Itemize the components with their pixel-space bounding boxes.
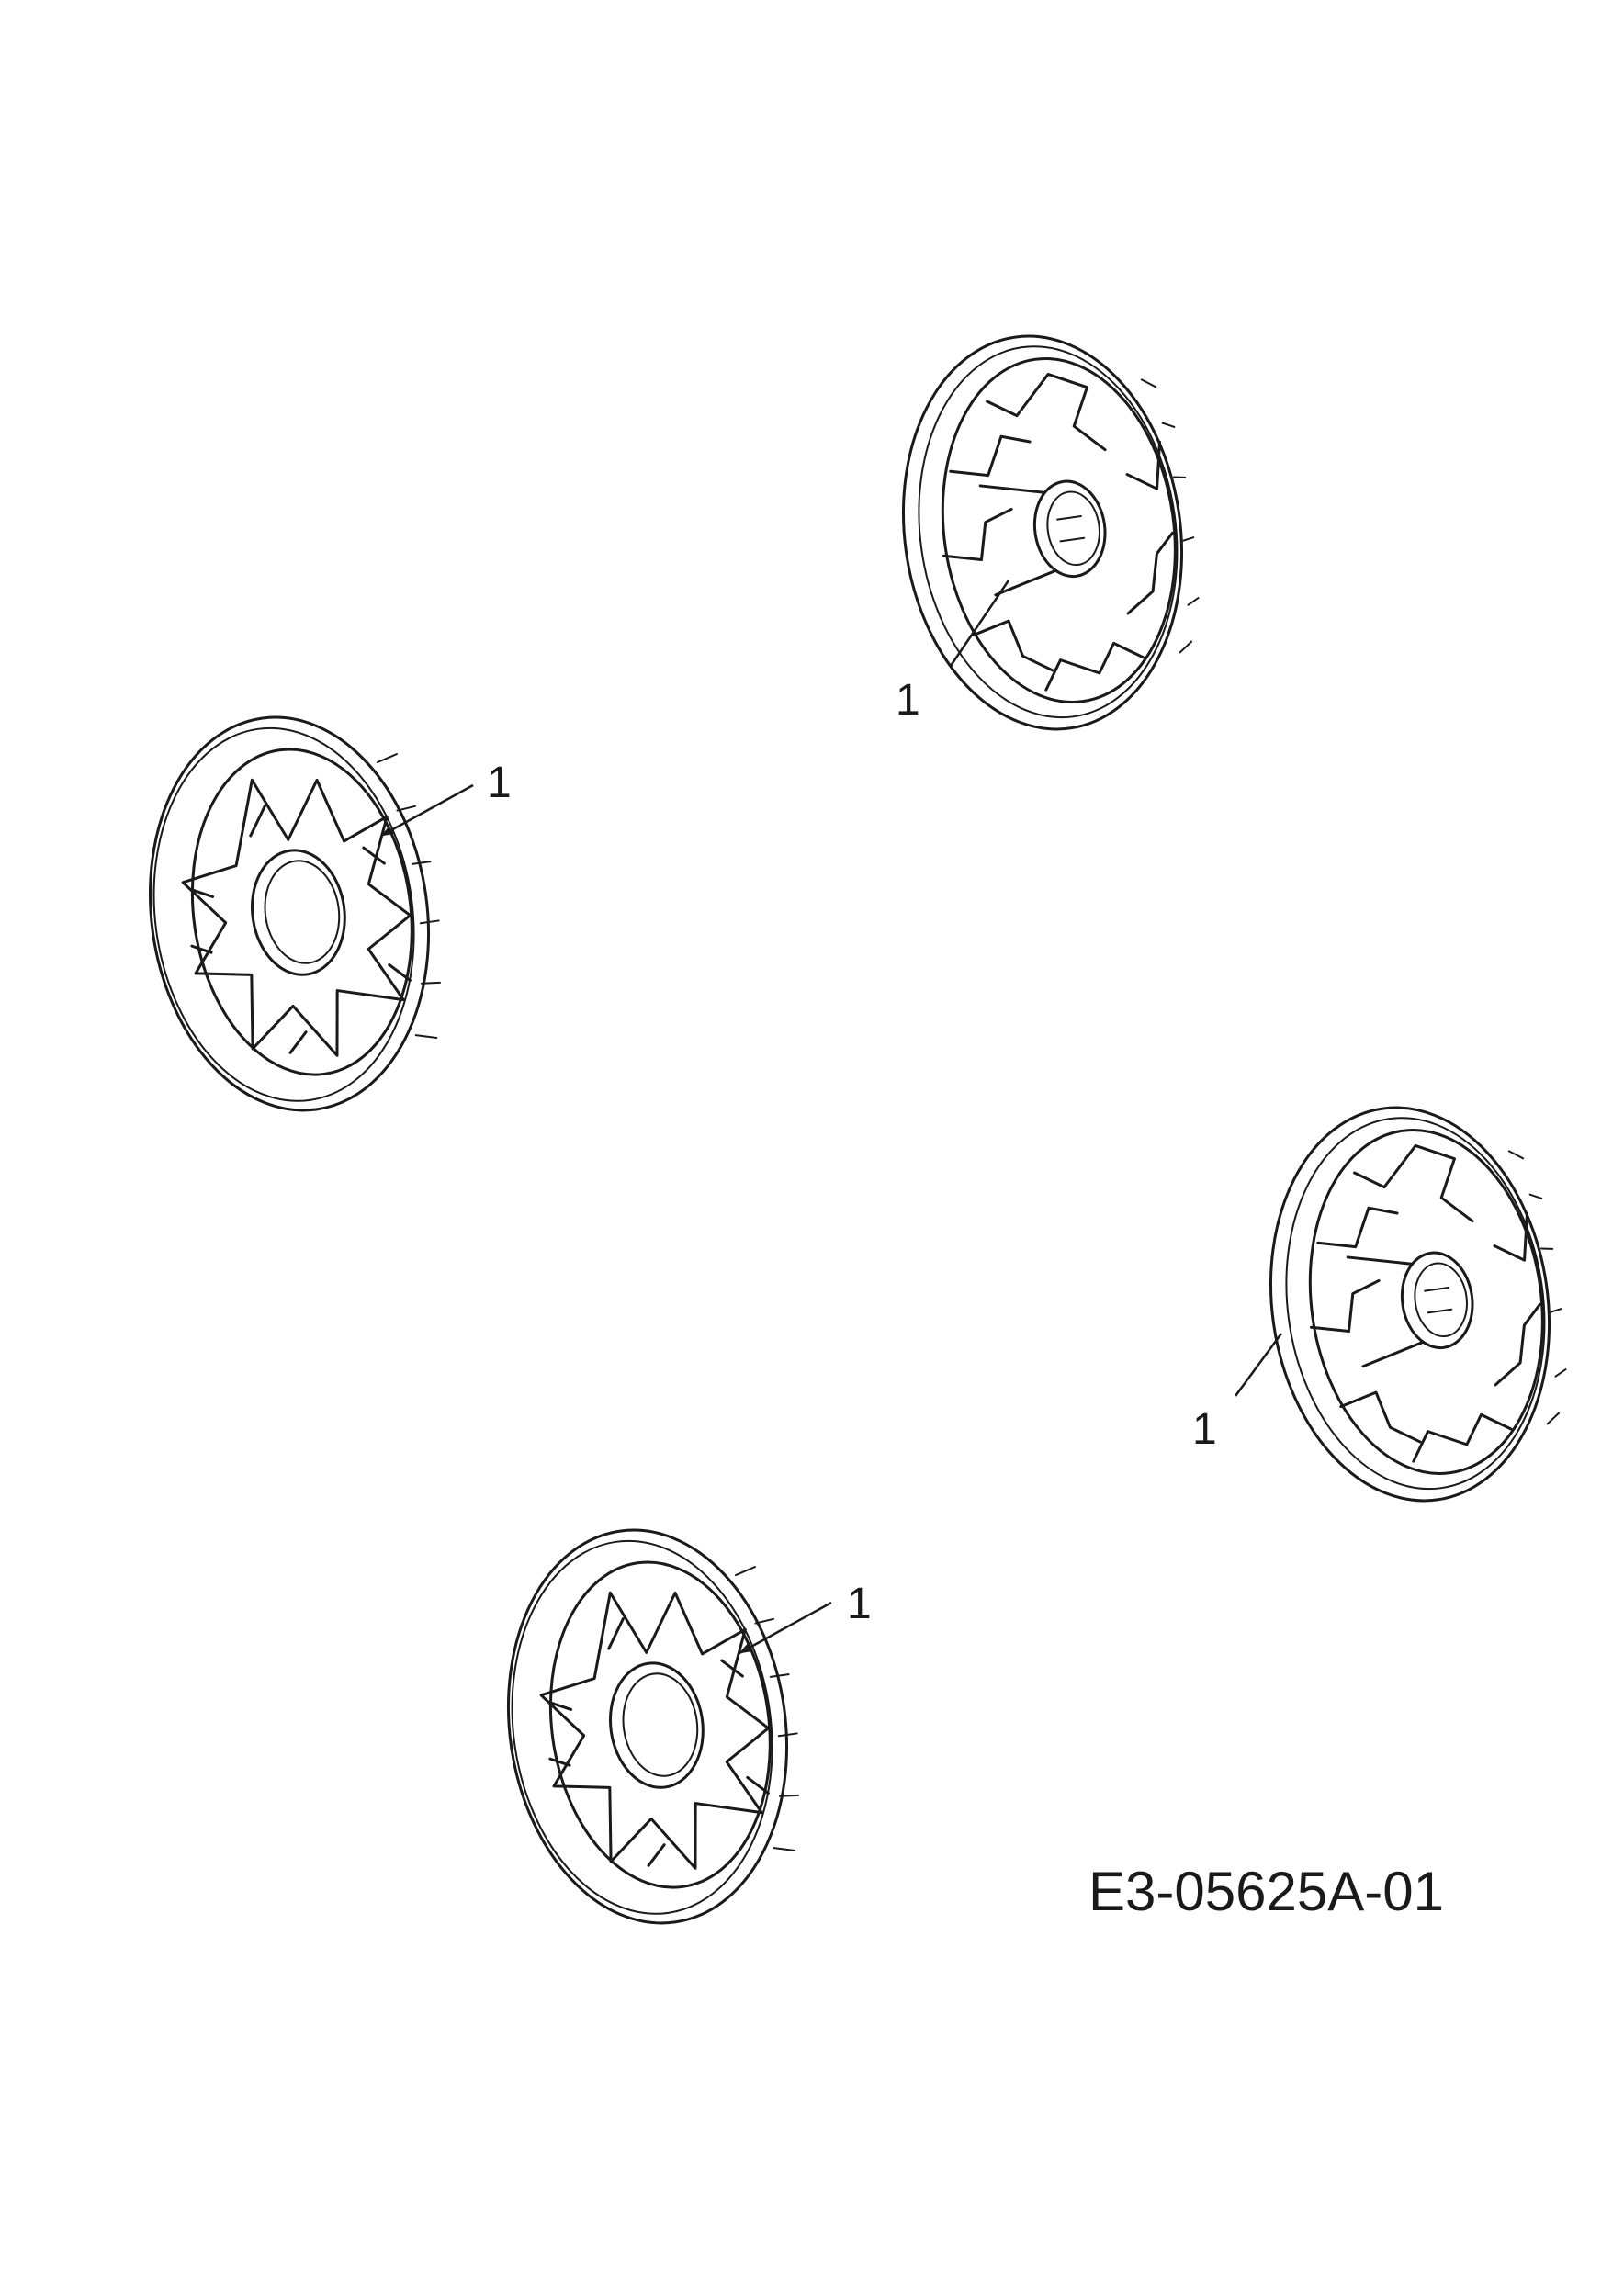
hub-cap-top [877, 315, 1219, 749]
callout-label-left: 1 [487, 759, 512, 807]
hub-cap-right [1245, 1086, 1586, 1521]
hub-cap-bottom [482, 1509, 822, 1943]
leader-arrow-left [380, 783, 474, 838]
leader-arrow-bottom [739, 1601, 832, 1655]
callout-label-top: 1 [896, 676, 920, 725]
drawing-number: E3-05625A-01 [1088, 1861, 1444, 1922]
leader-line-right [1234, 1333, 1283, 1397]
callout-label-right: 1 [1192, 1405, 1217, 1454]
leader-line-top [949, 580, 1010, 667]
callout-label-bottom: 1 [847, 1580, 872, 1628]
hub-cap-left [124, 696, 464, 1131]
